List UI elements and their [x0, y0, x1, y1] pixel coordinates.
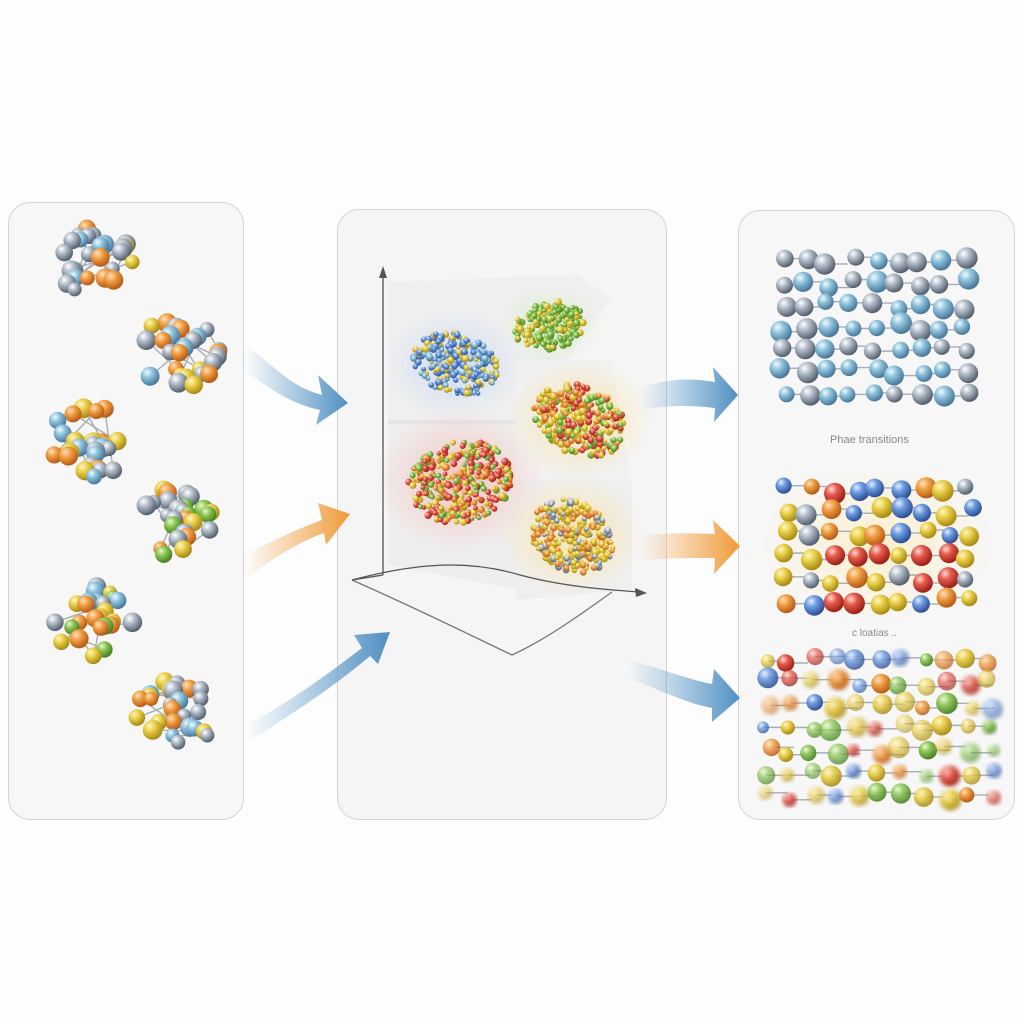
output-flow-arrows	[628, 367, 740, 722]
cluster-caption: c loatias ..	[852, 628, 898, 639]
phase-transitions-caption: Phae transitions	[830, 434, 909, 446]
atom-cluster-icon	[136, 313, 228, 395]
phase-region-icon	[410, 329, 500, 397]
flow-arrow-icon	[628, 660, 740, 722]
phase-region-icon	[531, 381, 627, 459]
atom-cluster-icon	[55, 219, 140, 297]
flow-arrow-icon	[244, 345, 348, 425]
phase-region-icon	[530, 497, 616, 576]
atom-cluster-icon	[128, 672, 215, 750]
input-flow-arrows	[244, 345, 390, 742]
diagram-axes	[351, 266, 647, 656]
phase-region-clusters	[405, 298, 627, 576]
crystal-lattice-icon	[773, 477, 982, 616]
phase-region-icon	[512, 298, 587, 353]
flow-arrow-icon	[244, 503, 350, 580]
atom-spheres	[45, 219, 1003, 811]
phase-region-icon	[405, 439, 514, 526]
crystal-lattice-icon	[757, 648, 1003, 811]
crystal-lattice-icon	[769, 247, 980, 407]
flow-arrow-icon	[640, 520, 740, 574]
atom-cluster-icon	[136, 480, 220, 563]
atom-cluster-icon	[45, 398, 127, 485]
flow-arrow-icon	[246, 632, 390, 742]
atom-cluster-icon	[46, 577, 143, 665]
flow-arrow-icon	[640, 367, 738, 422]
